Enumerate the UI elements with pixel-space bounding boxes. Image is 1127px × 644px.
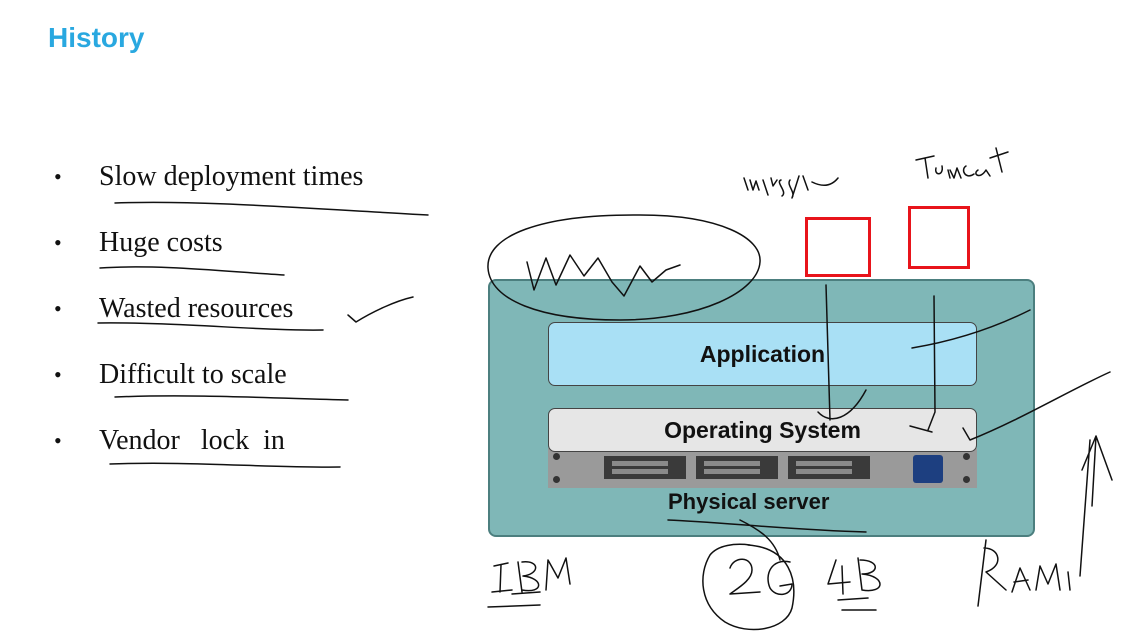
connector-line [911,309,1031,349]
screw-icon [963,453,970,460]
bullet-item: • Huge costs [50,224,363,290]
screw-icon [553,453,560,460]
bullet-dot: • [54,230,62,255]
operating-system-layer: Operating System [548,408,977,452]
bullet-dot: • [54,296,62,321]
underline-stroke [97,322,324,331]
bullet-text: Difficult to scale [99,359,287,390]
handwriting-mysql [743,175,839,199]
container-box-tomcat [908,206,970,269]
slide-title: History [48,22,145,53]
screw-icon [553,476,560,483]
bullet-item: • Vendor lock in [50,422,363,488]
handwriting-ram [977,539,1071,607]
bullet-text: Huge costs [99,227,223,258]
connector-line [817,389,867,420]
underline-stroke [114,201,429,216]
drive-bay-icon [604,456,686,479]
underline-stroke [99,266,285,276]
bullet-dot: • [54,362,62,387]
bullet-item: • Difficult to scale [50,356,363,422]
connector-line [825,284,831,421]
bullet-dot: • [54,428,62,453]
container-box-mysql [805,217,871,277]
bullet-text: Vendor lock in [99,425,285,456]
connector-line [927,295,936,431]
drive-bay-icon [696,456,778,479]
handwriting-ibm [491,557,571,593]
power-button-icon [913,455,943,483]
circle-stroke [702,543,795,631]
underline-stroke [109,462,341,468]
drive-bay-icon [788,456,870,479]
connector-line [739,519,781,561]
underline-stroke [667,519,867,533]
underline-stroke [114,395,349,401]
connector-line [909,425,933,433]
bullet-text: Slow deployment times [99,161,364,192]
handwriting-tomcat [915,147,1009,179]
underline-stroke [487,604,541,608]
underline-stroke [837,597,869,601]
handwriting-2g [729,558,793,596]
ellipse-stroke [487,214,761,321]
bullet-item: • Slow deployment times [50,158,363,224]
arrow-up-icon [1079,435,1113,577]
physical-server-label: Physical server [668,489,830,514]
server-rack [548,448,977,488]
application-layer: Application [548,322,977,386]
bullet-item: • Wasted resources [50,290,363,356]
connector-line [962,371,1111,441]
bullet-dot: • [54,164,62,189]
bullet-text: Wasted resources [99,293,294,324]
squiggle-stroke [526,254,681,297]
bullet-list: • Slow deployment times • Huge costs • Wast… [50,158,363,488]
underline-stroke [511,591,541,595]
screw-icon [963,476,970,483]
check-mark-icon [347,296,414,323]
handwriting-4gb [827,557,881,595]
